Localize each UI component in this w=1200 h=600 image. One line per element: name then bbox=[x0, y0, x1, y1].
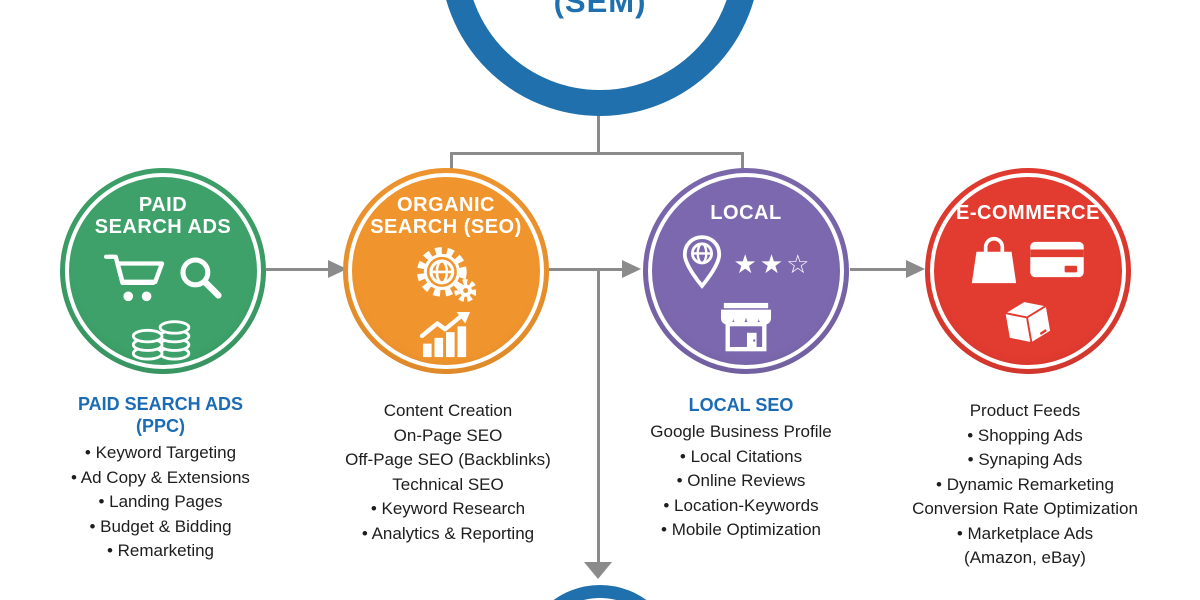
list-item: • Analytics & Reporting bbox=[361, 523, 535, 543]
list-item: • Remarketing bbox=[106, 541, 215, 560]
node-title-line: SEARCH ADS bbox=[94, 216, 232, 238]
bottom-node-circle bbox=[521, 585, 679, 600]
node-title-line: PAID bbox=[138, 194, 188, 216]
column-items: • Keyword Targeting • Ad Copy & Extensio… bbox=[33, 441, 288, 564]
column-items: Google Business Profile • Local Citation… bbox=[616, 420, 866, 543]
node-local: LOCAL ★★☆ bbox=[643, 168, 849, 374]
globe-gear-icon bbox=[416, 246, 478, 307]
growth-chart-icon bbox=[418, 311, 474, 364]
arrow-center-down-head bbox=[584, 562, 612, 579]
arrow-green-to-orange-shaft bbox=[266, 268, 329, 271]
list-item: • Landing Pages bbox=[98, 492, 223, 511]
credit-card-icon bbox=[1028, 239, 1086, 286]
column-organic-search: Content Creation On-Page SEO Off-Page SE… bbox=[318, 399, 578, 546]
shopping-cart-icon bbox=[103, 250, 167, 309]
connector-branch-horizontal bbox=[450, 152, 744, 155]
list-item: • Local Citations bbox=[679, 446, 803, 466]
heading-line: LOCAL SEO bbox=[688, 395, 794, 415]
list-item: • Location-Keywords bbox=[663, 495, 819, 515]
arrow-purple-to-red-shaft bbox=[850, 268, 907, 271]
node-title-line: SEARCH (SEO) bbox=[370, 216, 522, 238]
list-item: • Shopping Ads bbox=[967, 425, 1083, 445]
star-rating-icon: ★★☆ bbox=[733, 249, 813, 280]
column-local-seo: LOCAL SEO Google Business Profile • Loca… bbox=[616, 394, 866, 543]
arrow-orange-to-purple-shaft bbox=[549, 268, 623, 271]
node-title-organic-search: ORGANIC SEARCH (SEO) bbox=[370, 194, 522, 238]
list-item: Off-Page SEO (Backblinks) bbox=[345, 450, 551, 469]
map-pin-globe-icon bbox=[680, 234, 724, 295]
connector-drop-orange bbox=[450, 154, 453, 170]
small-gear-icon bbox=[454, 279, 478, 302]
storefront-icon bbox=[717, 301, 775, 358]
list-item: • Dynamic Remarketing bbox=[936, 474, 1114, 494]
list-item: • Mobile Optimization bbox=[661, 520, 821, 539]
arrow-orange-to-purple-head bbox=[622, 260, 641, 278]
package-box-icon bbox=[1001, 297, 1055, 354]
coin-stacks-icon bbox=[128, 315, 198, 366]
column-paid-search-ads: PAID SEARCH ADS (PPC) • Keyword Targetin… bbox=[33, 393, 288, 564]
list-item: Product Feeds bbox=[969, 401, 1081, 420]
arrow-purple-to-red-head bbox=[906, 260, 925, 278]
list-item: Technical SEO bbox=[392, 474, 504, 494]
list-item: • Ad Copy & Extensions bbox=[71, 467, 250, 487]
node-title-line: E-COMMERCE bbox=[956, 202, 1100, 224]
column-items: Content Creation On-Page SEO Off-Page SE… bbox=[318, 399, 578, 546]
arrow-center-down-shaft bbox=[597, 269, 600, 563]
arrow-green-to-orange-head bbox=[328, 260, 347, 278]
list-item: • Keyword Research bbox=[370, 499, 526, 518]
node-title-paid-search-ads: PAID SEARCH ADS bbox=[95, 194, 232, 238]
list-item: • Budget & Bidding bbox=[89, 516, 232, 536]
list-item: Conversion Rate Optimization bbox=[912, 499, 1138, 518]
node-e-commerce: E-COMMERCE bbox=[925, 168, 1131, 374]
connector-root-stem bbox=[597, 113, 600, 154]
list-item: • Keyword Targeting bbox=[84, 443, 237, 462]
node-title-e-commerce: E-COMMERCE bbox=[956, 202, 1100, 224]
node-paid-search-ads: PAID SEARCH ADS bbox=[60, 168, 266, 374]
list-item: • Marketplace Ads bbox=[956, 523, 1094, 543]
node-title-line: LOCAL bbox=[710, 202, 782, 224]
list-item: Content Creation bbox=[383, 401, 513, 420]
column-items: Product Feeds • Shopping Ads • Synaping … bbox=[895, 399, 1155, 571]
node-organic-search-seo: ORGANIC SEARCH (SEO) bbox=[343, 168, 549, 374]
list-item: On-Page SEO bbox=[393, 425, 503, 445]
node-title-line: ORGANIC bbox=[397, 194, 495, 216]
heading-line: PAID SEARCH ADS bbox=[77, 394, 243, 414]
list-item: • Online Reviews bbox=[676, 471, 806, 490]
list-item: (Amazon, eBay) bbox=[964, 548, 1086, 567]
connector-drop-purple bbox=[741, 154, 744, 170]
column-heading-ppc: PAID SEARCH ADS (PPC) bbox=[33, 393, 288, 437]
heading-line: (PPC) bbox=[136, 416, 185, 436]
node-title-local: LOCAL bbox=[710, 202, 781, 224]
shopping-bag-icon bbox=[970, 234, 1018, 291]
column-e-commerce: Product Feeds • Shopping Ads • Synaping … bbox=[895, 399, 1155, 571]
list-item: • Synaping Ads bbox=[967, 450, 1083, 469]
sem-root-label: (SEM) bbox=[553, 0, 647, 19]
list-item: Google Business Profile bbox=[650, 422, 832, 441]
magnifier-icon bbox=[177, 254, 223, 305]
column-heading-local-seo: LOCAL SEO bbox=[616, 394, 866, 416]
